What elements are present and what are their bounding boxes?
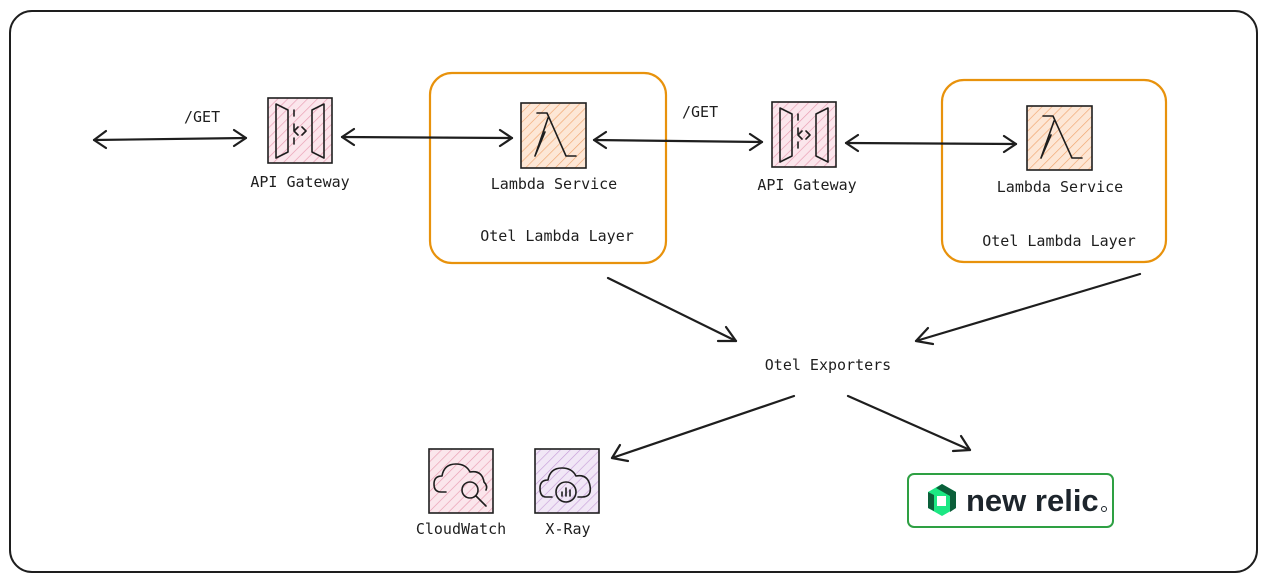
- lambda-icon: [1026, 105, 1093, 171]
- otel-lambda-layer-label-right: Otel Lambda Layer: [982, 232, 1136, 250]
- x-ray-node[interactable]: X-Ray: [534, 448, 600, 538]
- exporters-to-newrelic-arrow: [846, 394, 972, 453]
- otel-exporters-label[interactable]: Otel Exporters: [765, 356, 891, 374]
- layer-to-exporters-arrow-right: [914, 272, 1142, 346]
- lambda-icon: [520, 102, 587, 169]
- lambda-service-node-right[interactable]: Lambda Service: [997, 105, 1123, 196]
- x-ray-icon: [534, 448, 600, 514]
- api-gateway-icon: [771, 101, 837, 168]
- gateway-lambda-arrow-right: [844, 133, 1018, 154]
- gateway-lambda-arrow-left: [340, 127, 514, 148]
- cloudwatch-icon: [428, 448, 494, 514]
- lambda-service-label-left: Lambda Service: [491, 175, 617, 193]
- x-ray-label: X-Ray: [545, 520, 590, 538]
- api-gateway-node-right[interactable]: API Gateway: [757, 101, 857, 194]
- new-relic-node[interactable]: new relic: [907, 473, 1114, 528]
- api-gateway-node-left[interactable]: API Gateway: [250, 97, 350, 191]
- cloudwatch-label: CloudWatch: [416, 520, 506, 538]
- new-relic-wordmark: new relic: [966, 483, 1099, 518]
- exporters-to-aws-arrow: [610, 394, 796, 463]
- api-gateway-label-left: API Gateway: [250, 173, 349, 191]
- otel-lambda-layer-box-left: [428, 71, 668, 265]
- layer-to-exporters-arrow-left: [606, 276, 738, 343]
- request-label-left: /GET: [184, 108, 220, 126]
- api-gateway-icon: [267, 97, 333, 164]
- cloudwatch-node[interactable]: CloudWatch: [416, 448, 506, 538]
- new-relic-box: [907, 473, 1114, 528]
- lambda-service-node-left[interactable]: Lambda Service: [491, 102, 617, 193]
- otel-lambda-layer-label-left: Otel Lambda Layer: [480, 227, 634, 245]
- new-relic-logo-icon: [928, 484, 956, 516]
- lambda-gateway-arrow: [592, 130, 764, 152]
- new-relic-registered-mark: [1101, 506, 1107, 512]
- request-label-right: /GET: [682, 103, 718, 121]
- api-gateway-label-right: API Gateway: [757, 176, 856, 194]
- client-gateway-arrow: [92, 128, 248, 150]
- lambda-service-label-right: Lambda Service: [997, 178, 1123, 196]
- otel-lambda-layer-box-right: [940, 78, 1168, 264]
